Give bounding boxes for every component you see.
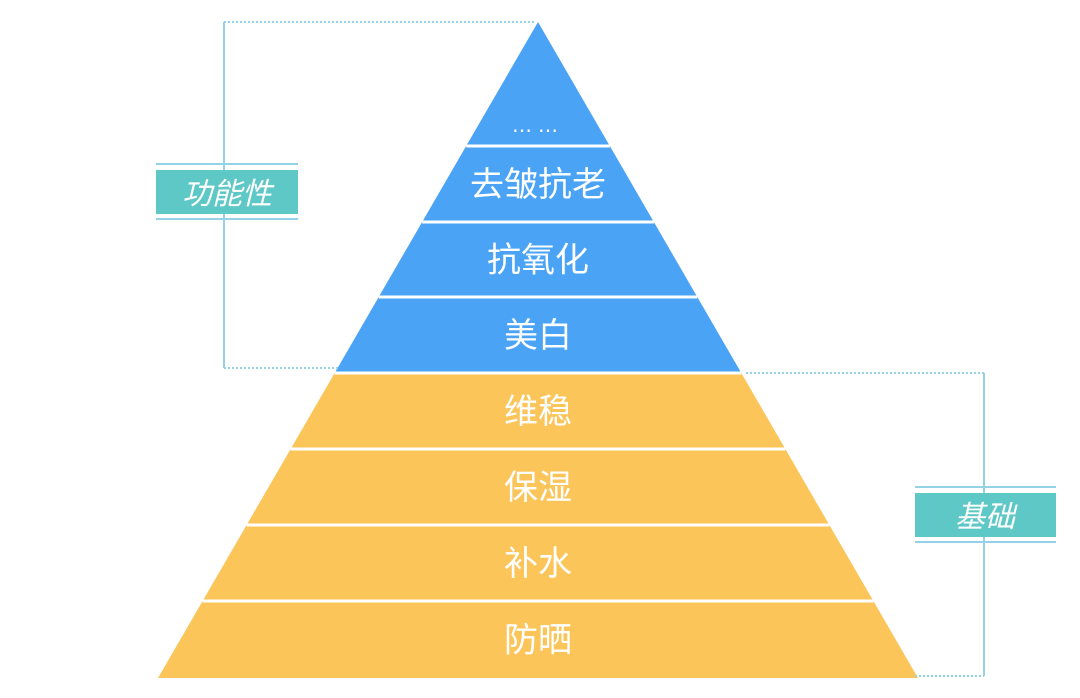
pyramid-tier: [422, 146, 654, 222]
functional-label: 功能性: [182, 177, 275, 212]
tier-label: 保湿: [504, 468, 572, 508]
tier-label: 美白: [504, 316, 572, 356]
tier-label: ……: [512, 113, 564, 137]
tier-label: 抗氧化: [487, 241, 589, 281]
basic-tag: [915, 493, 1056, 537]
tier-label: 防晒: [504, 621, 572, 661]
pyramid-tier: [290, 373, 786, 449]
pyramid-tier: [202, 525, 874, 601]
tier-label: 补水: [504, 544, 572, 584]
basic-bracket: 基础: [746, 372, 1056, 677]
tier-label: 维稳: [504, 392, 572, 432]
pyramid-tier: [378, 222, 698, 297]
pyramid-tier: [334, 297, 742, 373]
pyramid-tier: [466, 22, 610, 146]
pyramid-tier: [158, 601, 918, 678]
tier-label: 去皱抗老: [470, 165, 606, 205]
functional-bracket: 功能性: [156, 21, 536, 369]
basic-label: 基础: [955, 500, 1018, 535]
functional-tag: [156, 170, 298, 214]
pyramid-tier: [246, 449, 830, 525]
